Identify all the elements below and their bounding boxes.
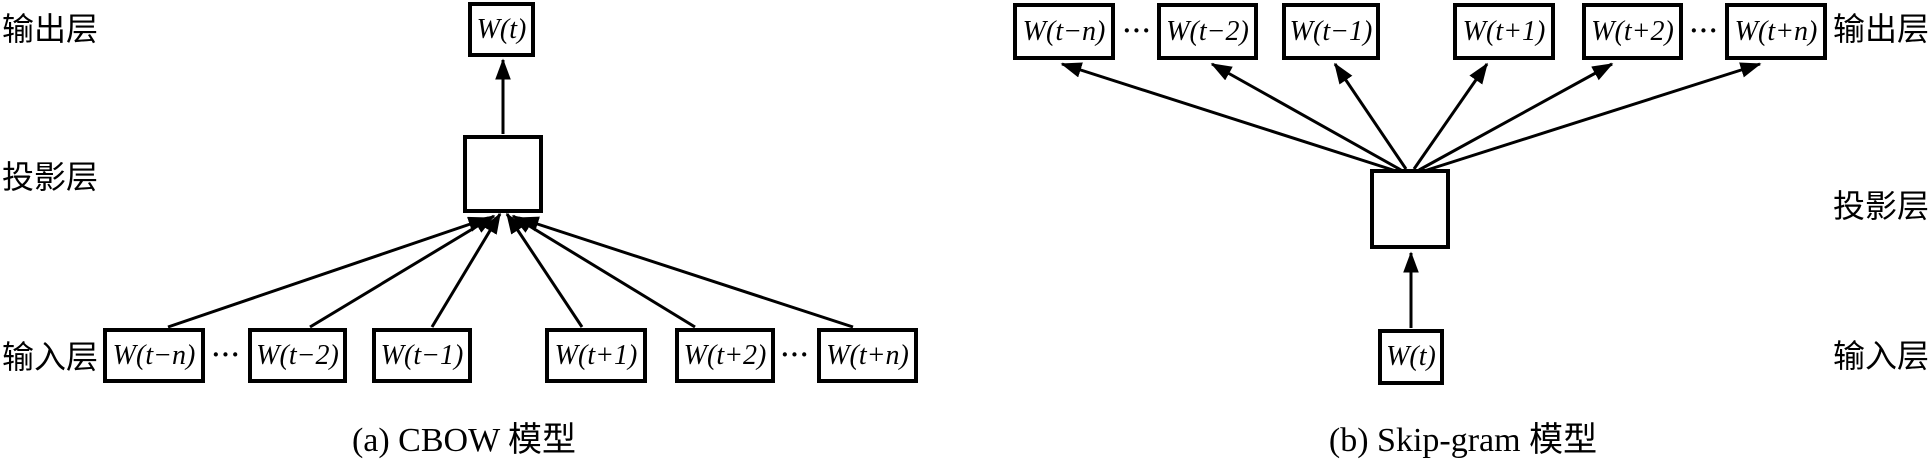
arrow <box>1412 62 1489 170</box>
skipgram-projection-layer-label: 投影层 <box>1833 188 1928 224</box>
arrow <box>167 216 490 329</box>
arrow <box>430 212 502 328</box>
skipgram-output-box: W(t+1) <box>1453 3 1555 60</box>
cbow-input-box: W(t+n) <box>817 328 918 383</box>
skipgram-output-box: W(t−2) <box>1157 3 1258 60</box>
skipgram-input-layer-label: 输入层 <box>1833 338 1928 374</box>
cbow-ellipsis-right: ··· <box>780 340 810 369</box>
cbow-projection-box <box>463 135 543 213</box>
arrow <box>309 214 496 329</box>
cbow-input-layer-label: 输入层 <box>2 339 99 375</box>
skipgram-input-word-box: W(t) <box>1378 329 1444 385</box>
skipgram-output-box: W(t−n) <box>1013 3 1115 60</box>
arrow <box>1210 62 1402 172</box>
cbow-ellipsis-left: ··· <box>211 340 241 369</box>
cbow-projection-layer-label: 投影层 <box>2 159 99 195</box>
skipgram-output-layer-label: 输出层 <box>1833 11 1928 47</box>
cbow-input-box: W(t−1) <box>372 328 472 383</box>
arrow <box>511 214 696 329</box>
skipgram-output-box: W(t+n) <box>1725 3 1827 60</box>
arrow <box>1333 62 1408 170</box>
arrow <box>1060 62 1397 173</box>
cbow-input-box: W(t+2) <box>675 328 775 383</box>
cbow-arrows <box>167 58 854 329</box>
cbow-input-box: W(t+1) <box>545 328 647 383</box>
skipgram-projection-box <box>1370 169 1450 249</box>
skipgram-ellipsis-right: ··· <box>1689 16 1719 45</box>
cbow-input-box: W(t−2) <box>248 328 347 383</box>
cbow-output-layer-label: 输出层 <box>2 11 99 47</box>
skipgram-caption: (b) Skip-gram 模型 <box>1328 422 1598 459</box>
skipgram-ellipsis-left: ··· <box>1122 16 1152 45</box>
cbow-output-word-box: W(t) <box>468 2 535 57</box>
arrow <box>517 216 854 329</box>
cbow-input-box: W(t−n) <box>103 328 205 383</box>
cbow-caption: (a) CBOW 模型 <box>351 422 577 459</box>
arrow <box>505 212 584 328</box>
skipgram-arrows <box>1060 62 1762 328</box>
arrow <box>1423 62 1762 173</box>
skipgram-output-box: W(t+2) <box>1582 3 1683 60</box>
arrow <box>1418 62 1614 172</box>
skipgram-output-box: W(t−1) <box>1282 3 1380 60</box>
